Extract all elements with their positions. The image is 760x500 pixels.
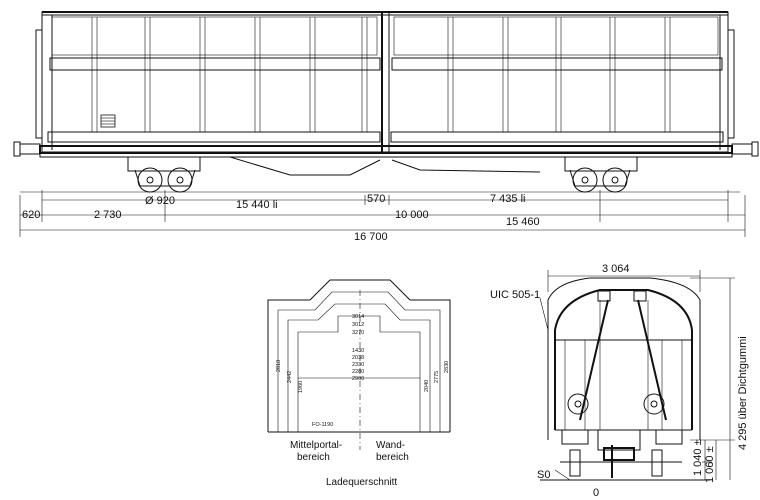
dim-1060: 1 060 ± (704, 446, 716, 483)
height-right-2: 2775 (434, 371, 440, 383)
height-center-4: 1430 (352, 348, 364, 354)
label-wall-line2: bereich (376, 452, 409, 463)
wagon-side-view (13, 11, 759, 193)
dim-length-over-buffers: 16 700 (354, 231, 388, 243)
loading-cross-section: 2810 2442 1960 3014 3012 3270 1430 2038 … (267, 279, 451, 488)
height-left-1: 2810 (276, 360, 282, 372)
height-center-1: 3014 (352, 314, 364, 320)
label-center-portal-line1: Mittelportal- (290, 440, 342, 451)
height-center-5: 2038 (352, 355, 364, 361)
dim-bogie-distance: 10 000 (395, 209, 429, 221)
height-center-7: 2280 (352, 369, 364, 375)
height-over-seal: 4 295 über Dichtgummi (737, 336, 749, 450)
side-view-dimensions: Ø 920 15 440 li 570 7 435 li 620 2 730 1… (19, 190, 746, 243)
dim-inner-length-right: 7 435 li (490, 193, 525, 205)
right-bogie (564, 156, 638, 193)
height-left-2: 2442 (287, 371, 293, 383)
dim-bogie-offset: 2 730 (94, 209, 122, 221)
dim-1040: 1 040 ± (692, 439, 704, 476)
height-left-3: 1960 (298, 381, 304, 393)
end-view-width: 3 064 (602, 263, 630, 275)
label-center-portal-line2: bereich (297, 452, 330, 463)
height-center-2: 3012 (352, 322, 364, 328)
dim-overhang: 620 (22, 209, 40, 221)
height-right-1: 2040 (424, 380, 430, 392)
cross-section-caption: Ladequerschnitt (326, 477, 397, 488)
dim-length-over-body: 15 460 (506, 216, 540, 228)
height-center-6: 2330 (352, 362, 364, 368)
height-right-3: 2830 (444, 361, 450, 373)
label-zero: 0 (593, 487, 599, 499)
dim-door-offset: 570 (367, 193, 385, 205)
dim-inner-length-left: 15 440 li (236, 199, 278, 211)
dim-wheel-diameter: Ø 920 (145, 195, 175, 207)
height-center-3: 3270 (352, 330, 364, 336)
height-center-8: 2900 (352, 376, 364, 382)
left-bogie (127, 156, 201, 193)
label-wall-line1: Wand- (376, 440, 405, 451)
wagon-end-view: 3 064 UIC 505-1 4 295 über Dichtgummi 1 … (490, 263, 749, 499)
label-s0: S0 (537, 469, 550, 481)
gauge-label: UIC 505-1 (490, 289, 540, 301)
floor-width-label: FO-1190 (312, 422, 333, 428)
